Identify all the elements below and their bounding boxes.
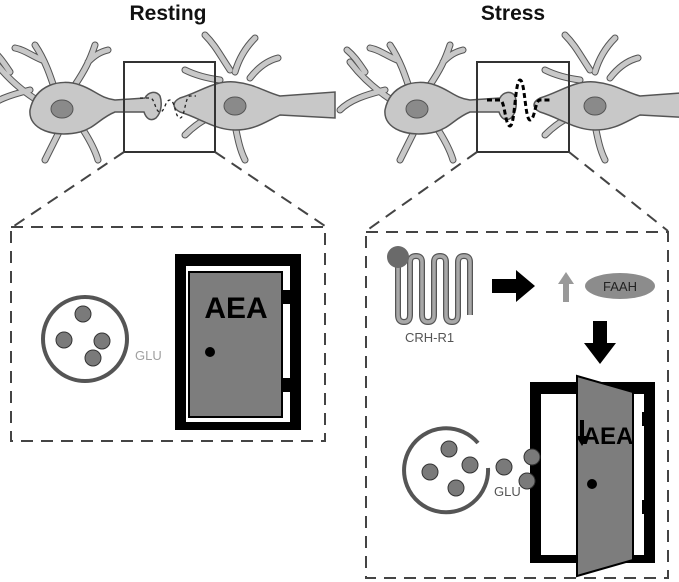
aea-decrease-arrow: [576, 420, 588, 446]
stress-vesicle: [402, 426, 491, 515]
resting-detail-box: [10, 226, 326, 442]
stress-detail-box: [365, 231, 669, 579]
stress-zoom-line-left: [365, 151, 478, 232]
resting-zoom-box: [123, 61, 216, 153]
resting-door-closed: [175, 254, 301, 430]
stress-door-label: AEA: [583, 423, 634, 450]
resting-signal-wave: [140, 95, 196, 119]
resting-panel: Resting GLU AEA: [0, 2, 335, 442]
stress-panel: Stress CRH-R1 FAAH: [340, 2, 679, 579]
resting-zoom-line-left: [13, 151, 125, 227]
faah-label: FAAH: [603, 279, 637, 294]
crh-r1-label: CRH-R1: [405, 330, 454, 345]
stress-signal-wave: [487, 78, 552, 128]
faah-increase-arrow: [558, 272, 574, 302]
stress-zoom-box: [476, 61, 570, 153]
resting-glu-label: GLU: [135, 348, 162, 363]
resting-zoom-line-right: [214, 151, 326, 227]
released-glutamate: [495, 448, 541, 490]
resting-door-label: AEA: [204, 292, 267, 325]
stress-door-open: [530, 374, 655, 578]
stress-postsynaptic-neuron: [534, 35, 679, 160]
stress-title: Stress: [481, 2, 545, 25]
resting-postsynaptic-neuron: [174, 35, 335, 160]
crh-r1-receptor: [387, 246, 473, 325]
resting-vesicle: [41, 295, 129, 383]
stress-glu-label: GLU: [494, 484, 521, 499]
stress-zoom-line-right: [568, 151, 669, 232]
faah-enzyme: [585, 273, 655, 299]
resting-title: Resting: [129, 2, 206, 25]
arrow-receptor-to-faah: [492, 270, 535, 302]
arrow-faah-to-door: [584, 321, 616, 364]
